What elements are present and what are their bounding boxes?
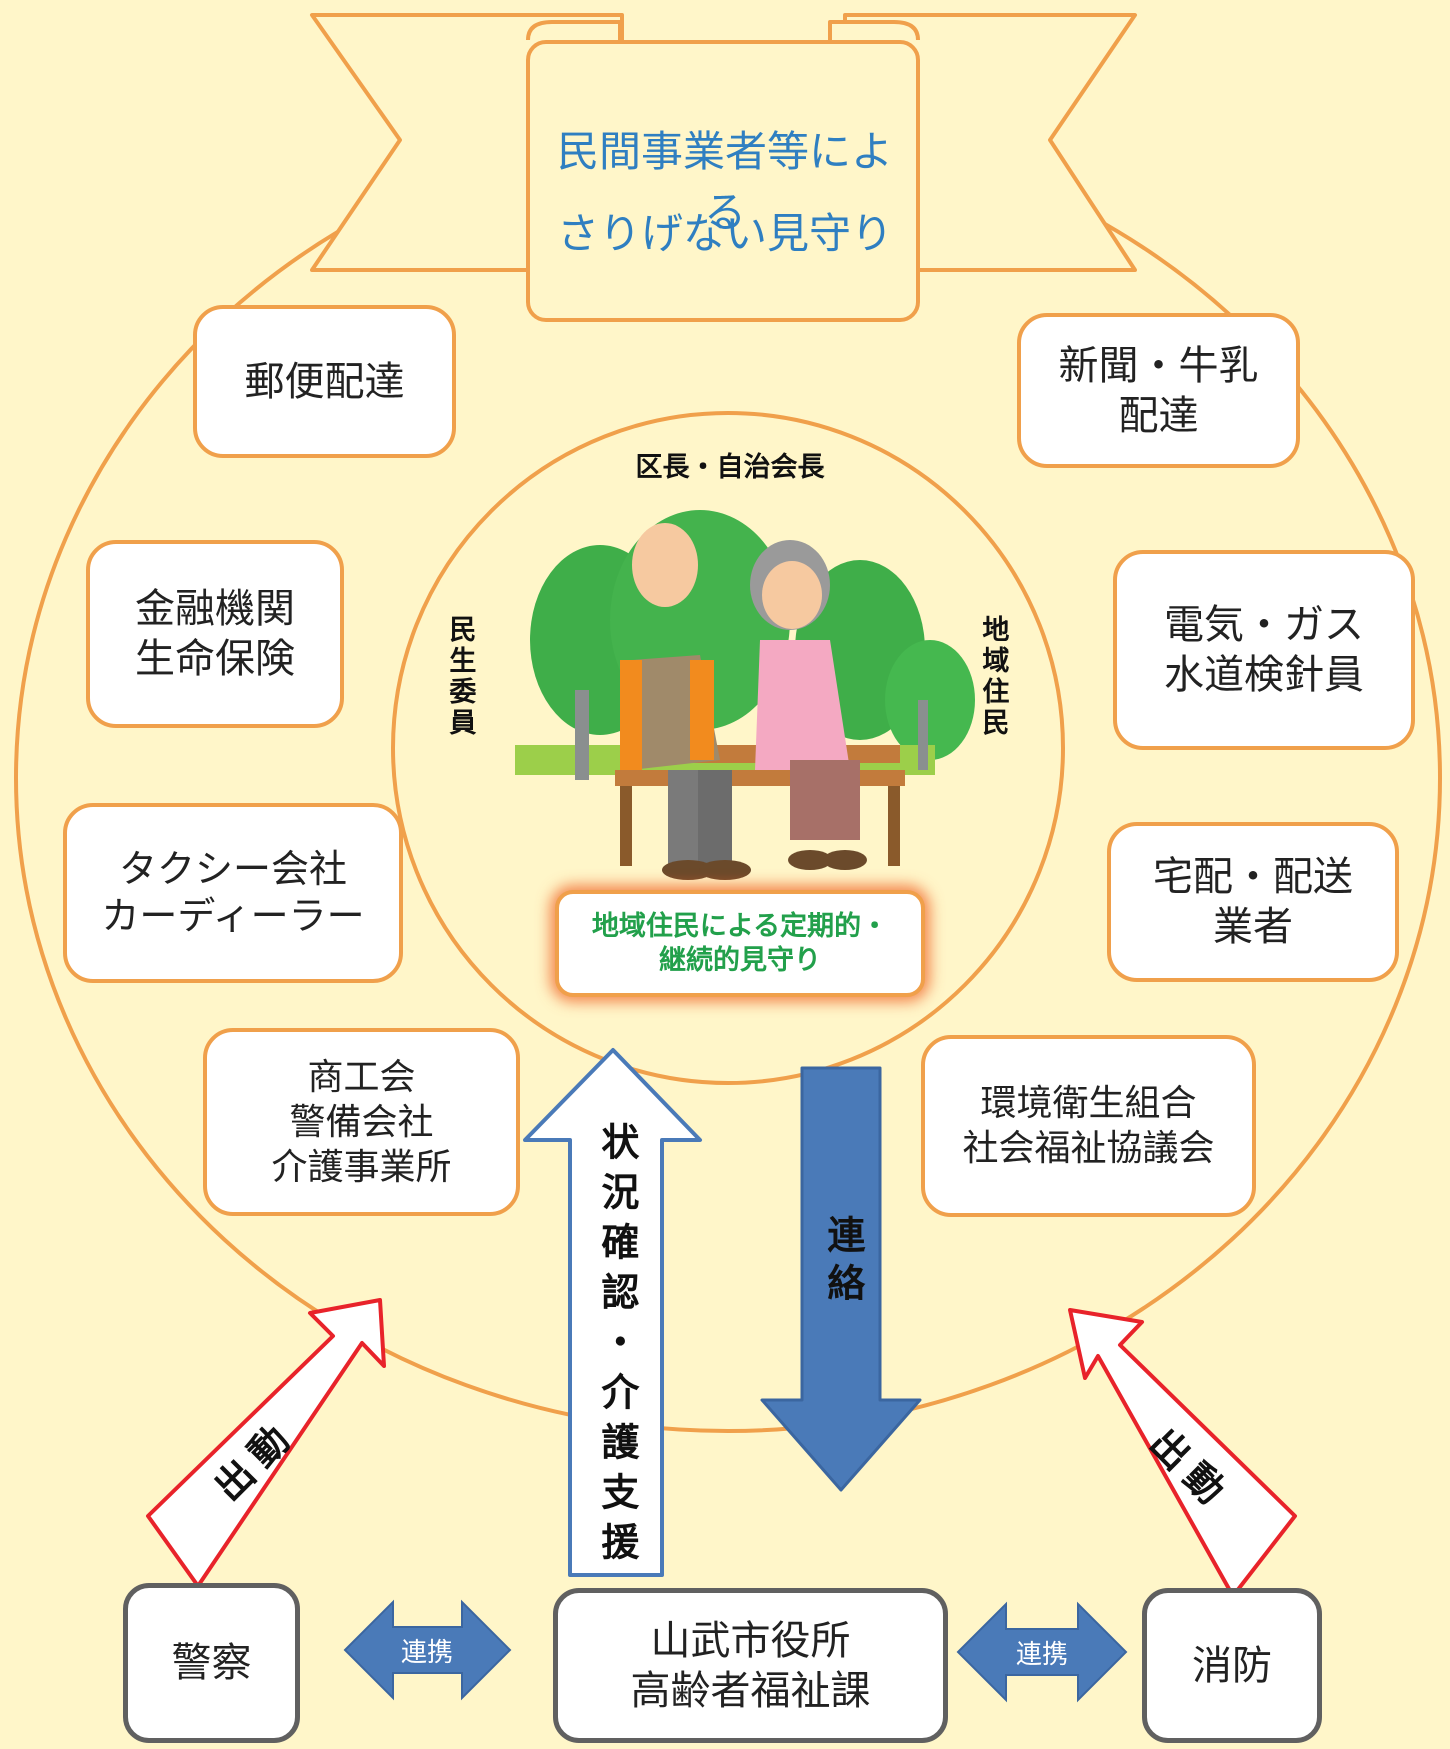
box-denki: 電気・ガス 水道検針員 (1113, 550, 1415, 750)
label-minsei: 民生委員 (444, 615, 476, 739)
center-monitoring-box: 地域住民による定期的・ 継続的見守り (555, 890, 925, 997)
police-box: 警察 (123, 1583, 300, 1743)
label-minsei-text: 民生委員 (444, 615, 476, 739)
box-kankyo: 環境衛生組合 社会福祉協議会 (921, 1035, 1256, 1217)
down-arrow-label: 連絡 (820, 1215, 865, 1311)
up-arrow-label: 状況確認・介護支援 (594, 1122, 639, 1572)
label-kucho: 区長・自治会長 (635, 452, 825, 483)
box-kinyu: 金融機関 生命保険 (86, 540, 344, 728)
box-takuhai: 宅配・配送 業者 (1107, 822, 1399, 982)
link-arrow-right (956, 1601, 1128, 1703)
link-arrow-left (343, 1599, 512, 1701)
city-hall-box: 山武市役所 高齢者福祉課 (553, 1588, 948, 1743)
down-arrow-label-text: 連絡 (820, 1215, 865, 1311)
box-yubin: 郵便配達 (193, 305, 456, 458)
link-right-label: 連携 (1015, 1640, 1068, 1670)
banner-title-line2: さりげない見守り (556, 209, 893, 258)
up-arrow (523, 1048, 702, 1577)
box-shokokai: 商工会 警備会社 介護事業所 (203, 1028, 520, 1216)
link-left-label: 連携 (400, 1638, 453, 1668)
banner-title-line1: 民間事業者等による (556, 127, 893, 237)
elderly-couple-illustration (515, 510, 975, 880)
fire-box: 消防 (1142, 1588, 1322, 1743)
down-arrow (760, 1066, 922, 1492)
box-shinbun: 新聞・牛乳 配達 (1017, 313, 1300, 468)
banner-ribbon (310, 13, 1137, 322)
right-red-arrow (1068, 1308, 1297, 1598)
label-chiiki: 地域住民 (977, 615, 1009, 739)
up-arrow-label-text: 状況確認・介護支援 (594, 1122, 639, 1572)
label-chiiki-text: 地域住民 (977, 615, 1009, 739)
box-taxi: タクシー会社 カーディーラー (63, 803, 403, 983)
left-red-arrow (146, 1298, 386, 1588)
